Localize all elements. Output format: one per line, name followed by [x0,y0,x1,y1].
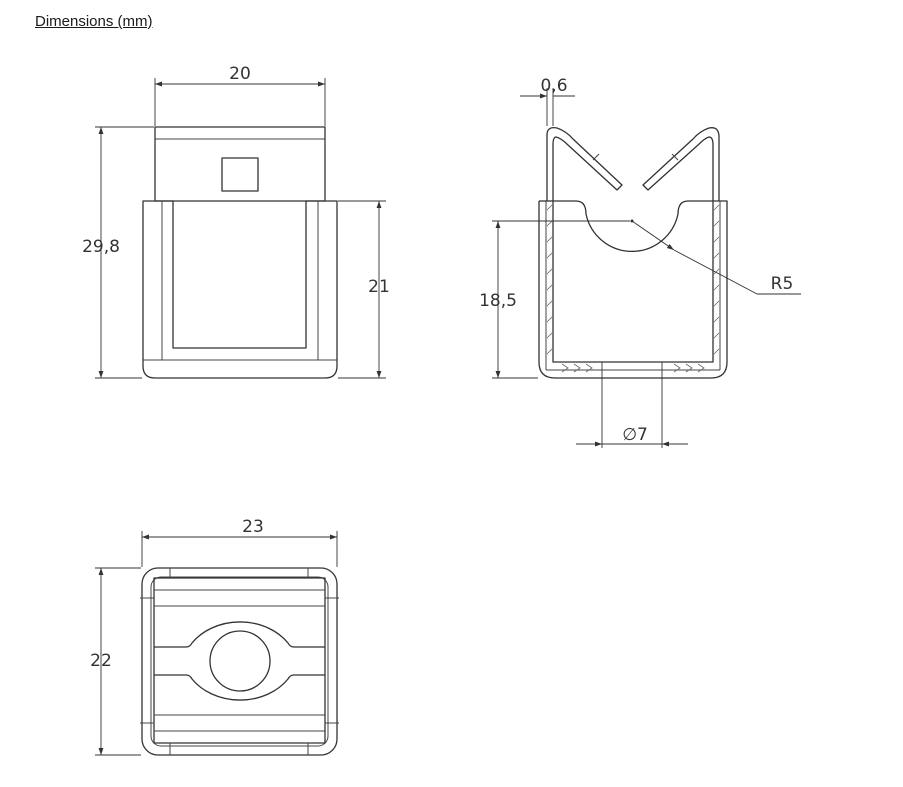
bottom-outer-frame [141,567,338,756]
page-title: Dimensions (mm) [35,13,153,30]
front-view: 20 29,8 21 [82,64,390,379]
front-width-label: 20 [229,64,251,84]
bottom-upper-slot-edge [154,621,325,648]
side-thickness-label: 0,6 [540,76,567,96]
side-left-spring-arm [546,127,623,201]
side-diameter-label: ∅7 [622,425,648,445]
front-inner-height-label: 21 [368,277,390,297]
bottom-inner-frame [153,577,326,744]
bottom-center-hole [209,630,271,692]
bottom-lower-slot-edge [154,674,325,701]
side-outer-body [538,200,728,379]
front-height-label: 29,8 [82,237,120,257]
side-radius-label: R5 [771,274,794,294]
side-view: 0,6 18,5 R5 ∅7 [479,76,801,448]
bottom-width-label: 23 [242,517,264,537]
side-wall-hatching [546,204,720,373]
bottom-view: 23 22 [90,517,339,756]
front-square-window [221,157,259,192]
bottom-height-label: 22 [90,651,112,671]
side-height-label: 18,5 [479,291,517,311]
side-right-spring-arm [642,127,720,201]
front-u-body [142,200,338,379]
side-cavity-with-radius [552,200,714,363]
front-top-tab [154,126,326,202]
